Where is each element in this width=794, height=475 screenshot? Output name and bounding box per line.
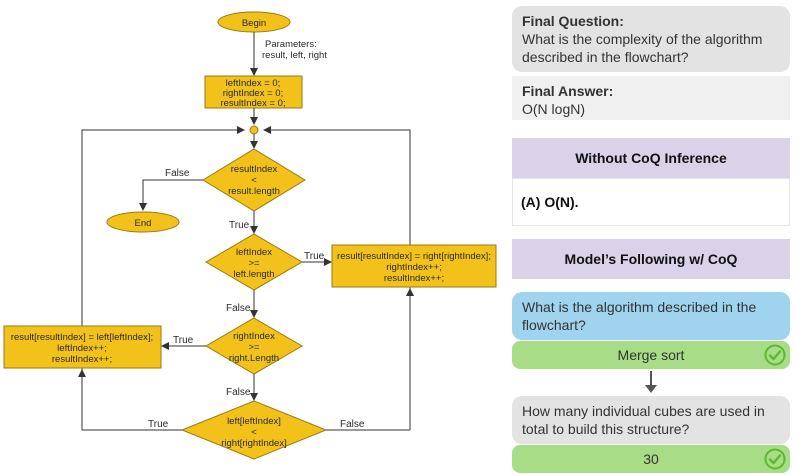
begin-label: Begin [242,18,266,29]
without-coq-header: Without CoQ Inference [512,138,790,178]
cond4-line-2: < [251,427,257,438]
right-action-box [331,244,497,288]
coq-answer-1: Merge sort [512,341,790,369]
init-line-1: leftIndex = 0; [226,78,281,89]
label-true: True [304,251,325,262]
end-terminal [106,211,180,233]
coq-answer-1-text: Merge sort [617,347,685,363]
arrow [139,179,203,211]
coq-question-1-text: What is the algorithm described in the f… [522,299,757,333]
label-true: True [229,220,250,231]
parameters-values: result, left, right [262,50,327,61]
final-question-box: Final Question: What is the complexity o… [512,6,790,72]
check-circle-icon [764,448,786,470]
right-action-line-3: resultIndex++; [384,273,444,284]
with-coq-title: Model’s Following w/ CoQ [564,251,738,267]
cond2-line-3: left.length [233,269,274,280]
cond1-line-1: resultIndex [231,164,278,175]
label-false: False [226,303,251,314]
coq-question-2: How many individual cubes are used in to… [512,396,790,444]
parameters-label: Parameters: [265,39,317,50]
cond3-line-1: rightIndex [233,331,275,342]
label-true: True [173,335,194,346]
loop-right-line [263,126,411,290]
init-line-3: resultIndex = 0; [220,98,285,109]
with-coq-header: Model’s Following w/ CoQ [512,239,790,279]
end-label: End [135,218,152,229]
cond4-line-3: right[rightIndex] [221,438,286,449]
down-arrow-icon [645,371,657,393]
final-answer-title: Final Answer: [522,83,614,99]
coq-answer-2-text: 30 [643,451,659,467]
label-true: True [148,419,169,430]
without-coq-title: Without CoQ Inference [575,150,727,166]
right-action-line-1: result[resultIndex] = right[rightIndex]; [337,251,491,262]
left-action-line-3: resultIndex++; [52,354,112,365]
cond3-line-2: >= [248,342,260,353]
left-action-line-2: leftIndex++; [57,343,107,354]
without-coq-answer-box: (A) O(N). [512,178,790,226]
cond2-line-2: >= [248,258,260,269]
init-box [204,75,303,109]
cond4-line-1: left[leftIndex] [227,416,281,427]
coq-answer-2: 30 [512,445,790,473]
final-question-text: What is the complexity of the algorithm … [522,31,763,65]
without-coq-answer: (A) O(N). [521,194,579,210]
cond1-line-3: result.length [228,186,280,197]
check-circle-icon [764,344,786,366]
left-action-line-1: result[resultIndex] = left[leftIndex]; [11,332,153,343]
cond3-line-3: right.Length [229,353,279,364]
cond2-line-1: leftIndex [236,247,272,258]
cond1-line-2: < [251,175,257,186]
final-answer-box: Final Answer: O(N logN) [512,76,790,120]
label-false: False [226,387,251,398]
coq-question-1: What is the algorithm described in the f… [512,292,790,340]
init-line-2: rightIndex = 0; [223,88,283,99]
decision-compare [180,400,328,460]
left-action-box [3,325,162,369]
junction-node [249,125,259,135]
right-action-line-2: rightIndex++; [386,262,441,273]
final-answer-text: O(N logN) [522,101,586,117]
final-question-title: Final Question: [522,13,624,29]
label-false: False [165,168,190,179]
coq-question-2-text: How many individual cubes are used in to… [522,403,765,437]
label-false: False [340,419,365,430]
flowchart: Begin Parameters: result, left, right le… [3,11,497,460]
